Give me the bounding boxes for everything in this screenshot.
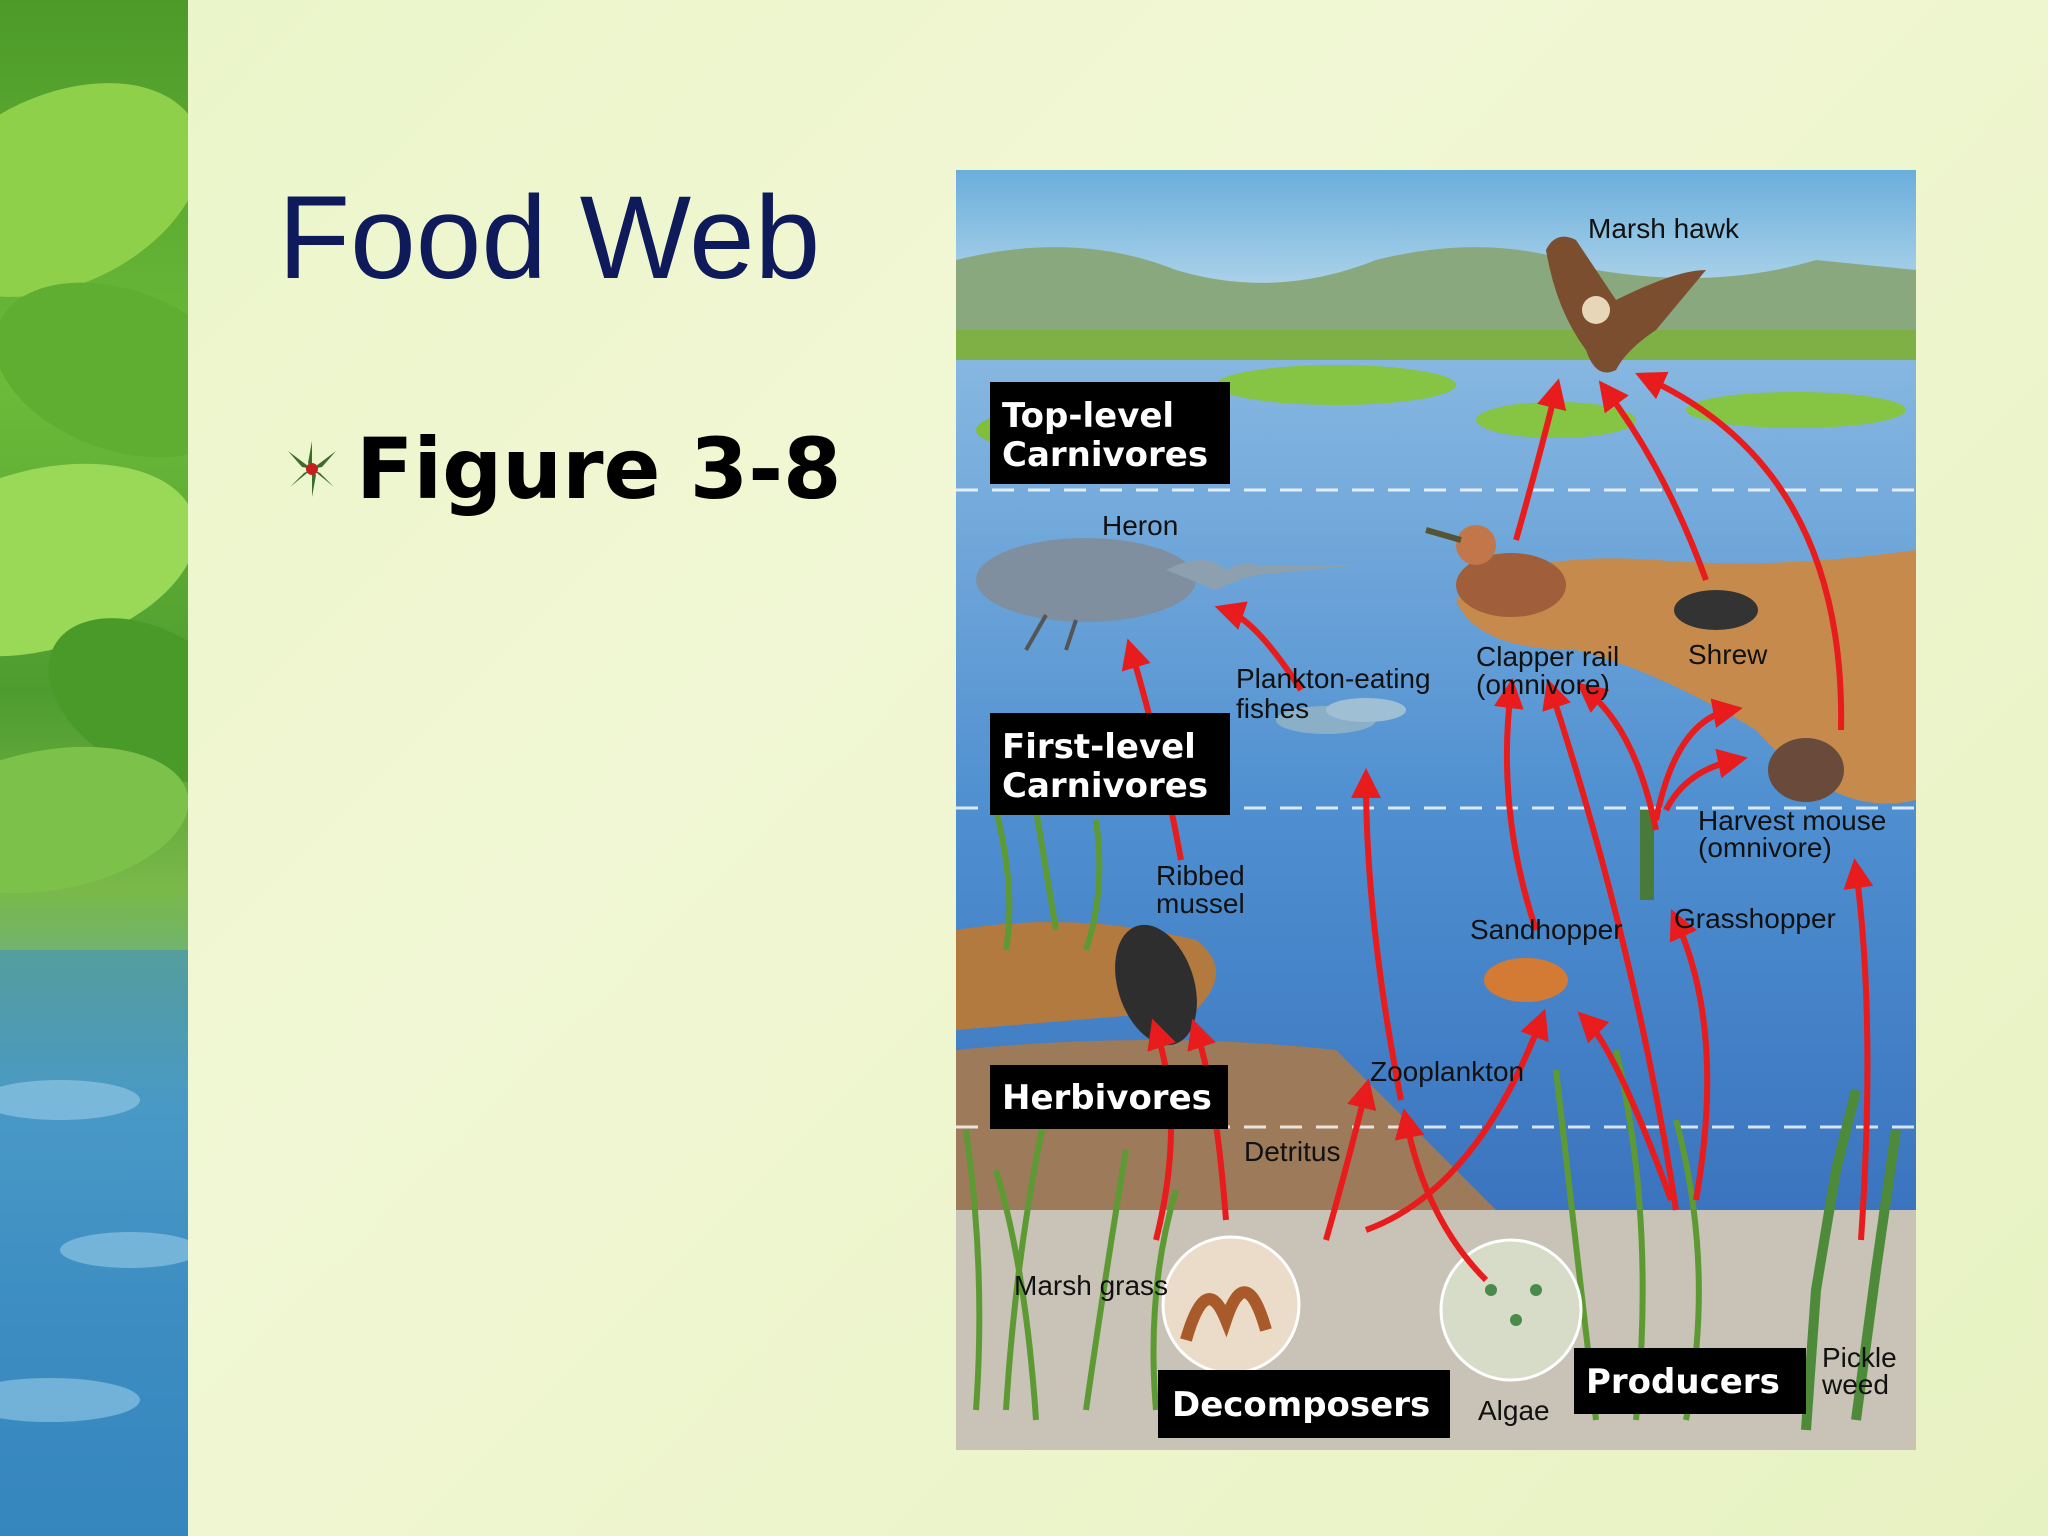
shrew-illustration [1674,590,1758,630]
label-grasshopper: Grasshopper [1674,903,1836,934]
grasshopper-illustration [1640,810,1654,900]
arrow-shrew-hawk [1598,380,1709,582]
pickle-weed-plants [1801,1088,1901,1431]
arrow-producer-rail [1542,678,1679,1211]
hills [956,247,1916,350]
svg-text:Carnivores: Carnivores [1002,435,1208,475]
slide-title: Food Web [278,172,821,304]
arrow-producer-sandhopper [1577,1011,1674,1202]
arrow-rail-hawk [1513,378,1567,541]
label-pickle-weed-2: weed [1821,1369,1889,1400]
leaf-water-sidebar [0,0,188,1536]
label-ribbed-mussel-2: mussel [1156,888,1245,919]
sandhopper-illustration [1484,958,1568,1002]
arrow-producer-grasshopper [1669,909,1711,1201]
label-top-carnivores: Top-level Carnivores [990,382,1230,484]
marsh-hawk-illustration [1546,236,1706,373]
label-producers: Producers [1574,1348,1806,1414]
arrow-grasshopper-shrew [1653,698,1743,821]
label-sandhopper: Sandhopper [1470,914,1623,945]
label-algae: Algae [1478,1395,1550,1426]
arrow-detritus-sandhopper [1364,1008,1549,1233]
food-web-figure: Top-level Carnivores First-level Carnivo… [956,170,1916,1450]
mussel-illustration [1115,924,1197,1046]
bullet-item: Figure 3-8 [280,420,842,518]
label-shrew: Shrew [1688,639,1768,670]
arrow-detritus-zoo [1323,1078,1377,1241]
arrow-algae-zoo [1394,1108,1489,1283]
food-web-diagram: Top-level Carnivores First-level Carnivo… [956,170,1916,1450]
svg-text:First-level: First-level [1002,727,1196,767]
svg-text:Decomposers: Decomposers [1172,1385,1430,1425]
arrow-zoo-fish [1351,768,1404,1101]
label-pickle-weed-1: Pickle [1822,1342,1897,1373]
label-plankton-fish-2: fishes [1236,693,1309,724]
arrow-grasshopper-rail [1576,682,1659,831]
clapper-rail-illustration [1425,525,1566,617]
arrow-fish-heron [1214,601,1304,692]
harvest-mouse-illustration [1768,738,1844,802]
leaf-bullet-icon [288,441,336,497]
svg-text:Producers: Producers [1586,1362,1780,1402]
fish-illustration [1276,698,1406,734]
grass-patch [1686,392,1906,428]
grass-patch [1216,365,1456,405]
heron-illustration [976,538,1361,651]
label-harvest-mouse-1: Harvest mouse [1698,805,1886,836]
grass-patch [1476,402,1636,438]
algae-inset [1439,1238,1583,1382]
label-heron: Heron [1102,510,1178,541]
label-detritus: Detritus [1244,1136,1340,1167]
decomposers-inset [1161,1235,1301,1375]
label-harvest-mouse-2: (omnivore) [1698,832,1832,863]
label-decomposers: Decomposers [1158,1370,1450,1438]
label-herbivores: Herbivores [990,1065,1228,1129]
svg-text:Carnivores: Carnivores [1002,766,1208,806]
svg-text:Herbivores: Herbivores [1002,1078,1212,1118]
svg-text:Top-level: Top-level [1002,396,1174,436]
label-clapper-rail-1: Clapper rail [1476,641,1619,672]
label-clapper-rail-2: (omnivore) [1476,669,1610,700]
label-first-carnivores: First-level Carnivores [990,713,1230,815]
arrow-mouse-hawk [1635,371,1845,731]
label-marsh-grass: Marsh grass [1014,1270,1168,1301]
bullet-text: Figure 3-8 [356,420,842,518]
arrow-pickleweed-mouse [1843,858,1874,1241]
label-ribbed-mussel-1: Ribbed [1156,860,1245,891]
label-plankton-fish-1: Plankton-eating [1236,663,1431,694]
shoreline [956,330,1916,360]
arrow-sandhopper-rail [1493,678,1539,931]
arrow-grasshopper-mouse [1663,748,1748,812]
leaves-image [0,83,188,1536]
label-marsh-hawk: Marsh hawk [1588,213,1740,244]
label-zooplankton: Zooplankton [1370,1056,1524,1087]
